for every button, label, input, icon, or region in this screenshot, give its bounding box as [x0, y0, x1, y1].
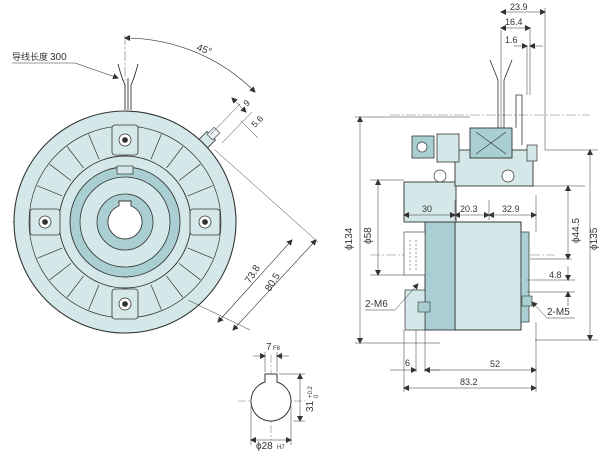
cooling-fin [187, 185, 213, 197]
keyway-detail: 7 F8 31 +0.2 0 ϕ28 H7 [238, 342, 320, 452]
side-lead-wire-a [489, 59, 499, 128]
cooling-fin [49, 163, 72, 181]
bracket-left [436, 133, 460, 163]
front-view: 导线长度 300 45° 9 5.6 73.8 80.5 [12, 35, 319, 334]
dim-20-3-label: 20.3 [460, 204, 478, 214]
lead-wire-length: 300 [50, 52, 67, 63]
dim-80-5-label: 80.5 [263, 271, 283, 294]
keyway-bore-outline [250, 373, 292, 422]
keyway-bore-label: ϕ28 [256, 441, 273, 452]
dim-1-6-label: 1.6 [505, 35, 518, 45]
angle-label: 45° [195, 42, 213, 58]
dim-9-label: 9 [241, 98, 252, 109]
cooling-fin [49, 263, 72, 281]
cooling-fin [166, 275, 184, 298]
lead-wire-b [130, 63, 139, 110]
dia-135-label: ϕ135 [589, 227, 600, 250]
shaft-bore [107, 200, 143, 240]
dia-58-label: ϕ58 [363, 227, 374, 244]
cooling-fin [88, 134, 100, 160]
mounting-holes [38, 133, 212, 311]
screw-right-leader [531, 301, 548, 319]
dim-83-2-label: 83.2 [460, 377, 478, 387]
screw-left-label: 2-M6 [365, 299, 388, 310]
dim-5-6-label: 5.6 [249, 113, 265, 129]
field-housing [454, 221, 522, 331]
lead-wire-leader [74, 62, 119, 80]
dia-44-5-label: ϕ44.5 [571, 217, 582, 243]
keyway-width-tol: F8 [273, 346, 281, 352]
dim-80-5-line [232, 239, 317, 331]
keyway-depth-label: 31 [305, 400, 316, 412]
hub-notch [116, 165, 134, 175]
keyway-depth-tol-lower: 0 [314, 394, 320, 398]
angle-arc [124, 35, 256, 93]
dim-30-label: 30 [422, 204, 432, 214]
cooling-fin [166, 146, 184, 169]
pivot-bolt [433, 169, 447, 183]
dim-73-8-label: 73.8 [243, 263, 263, 286]
lead-wire-a [117, 63, 126, 110]
dia-134-label: ϕ134 [344, 227, 355, 250]
dim-23-9-label: 23.9 [510, 2, 528, 12]
cooling-fin [66, 146, 84, 169]
dim-16-4-label: 16.4 [505, 17, 523, 27]
keyway-depth-tol-upper: +0.2 [308, 385, 314, 398]
hub-upper [403, 181, 457, 223]
cooling-fin [150, 284, 162, 310]
cooling-fin [150, 134, 162, 160]
armature-disc [424, 221, 456, 331]
dim-6-label: 6 [405, 358, 410, 368]
cooling-fin [178, 163, 201, 181]
cooling-fin [88, 284, 100, 310]
cooling-fin [37, 247, 63, 259]
keyway-bore-tol: H7 [277, 445, 285, 451]
cooling-fin [187, 247, 213, 259]
cooling-fin [66, 275, 84, 298]
bore-section [403, 231, 426, 276]
cooling-fin [178, 263, 201, 281]
lead-wire-label: 导线长度 [12, 51, 48, 62]
dim-52-label: 52 [490, 359, 500, 369]
side-lead-wire-b [503, 59, 513, 128]
release-bolt [501, 169, 515, 183]
cooling-fin [37, 185, 63, 197]
screw-left-leader [394, 283, 419, 311]
side-view: 23.9 16.4 1.6 30 20.3 32.9 ϕ134 ϕ58 ϕ44.… [344, 2, 600, 392]
dim-32-9-label: 32.9 [502, 204, 520, 214]
keyway-width-label: 7 [266, 342, 272, 353]
dim-4-8-label: 4.8 [549, 270, 562, 280]
housing-flange [520, 231, 530, 323]
screw-right-label: 2-M5 [547, 307, 570, 318]
